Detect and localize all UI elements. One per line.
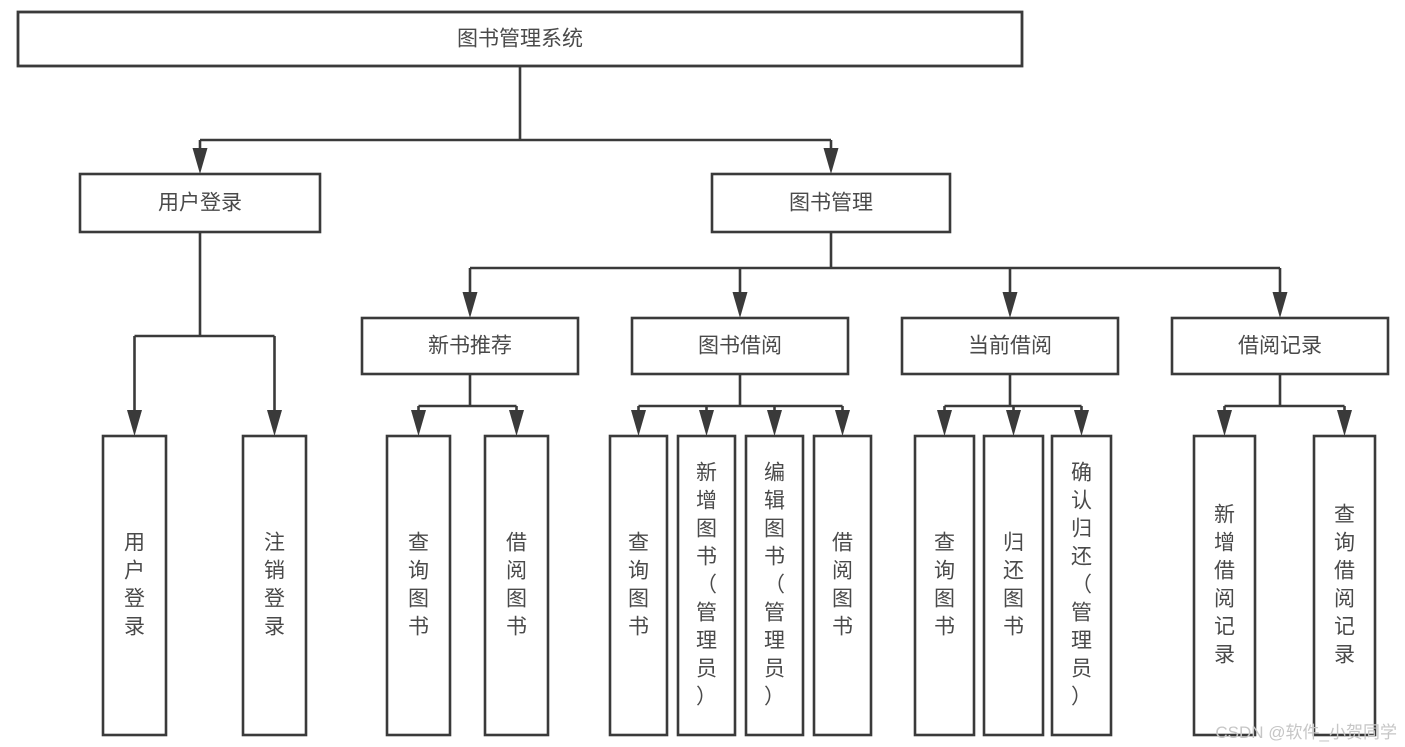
node-label: 借阅图书	[832, 531, 853, 638]
root-arrow-0-head	[192, 148, 208, 174]
node-rect[interactable]	[483, 434, 550, 737]
node-leaf-user-login[interactable]	[101, 434, 168, 737]
node-book-borrow[interactable]	[630, 316, 850, 376]
book-borrow-leaves-arrow-1-head	[699, 410, 714, 436]
node-label: 借阅记录	[1238, 335, 1322, 358]
node-leaf-add-borrow-record[interactable]	[1192, 434, 1257, 737]
node-rect[interactable]	[608, 434, 669, 737]
node-label: 用户登录	[158, 192, 242, 215]
node-label: 用户登录	[124, 531, 145, 638]
node-leaf-borrow-book-recommend[interactable]	[483, 434, 550, 737]
node-leaf-query-book-recommend[interactable]	[385, 434, 452, 737]
node-rect[interactable]	[101, 434, 168, 737]
node-leaf-confirm-return[interactable]	[1050, 434, 1113, 737]
node-book-management[interactable]	[710, 172, 952, 234]
node-rect[interactable]	[78, 172, 322, 234]
node-rect[interactable]	[385, 434, 452, 737]
book-borrow-leaves-arrow-3-head	[835, 410, 850, 436]
node-rect[interactable]	[676, 434, 737, 737]
node-rect[interactable]	[1170, 316, 1390, 376]
root-arrow-1-head	[823, 148, 839, 174]
node-leaf-add-book[interactable]	[676, 434, 737, 737]
node-label: 图书借阅	[698, 335, 782, 358]
book-management-arrow-0-head	[462, 292, 478, 318]
node-label: 图书管理系统	[457, 28, 583, 51]
book-management-arrow-3-head	[1272, 292, 1288, 318]
node-label: 确认归还（管理员）	[1071, 461, 1092, 708]
node-rect[interactable]	[710, 172, 952, 234]
node-rect[interactable]	[16, 10, 1024, 68]
book-management-arrow-2-head	[1002, 292, 1018, 318]
node-label: 查询借阅记录	[1334, 503, 1355, 666]
book-borrow-leaves-arrow-2-head	[767, 410, 782, 436]
watermark-label: CSDN @软件_小贺同学	[1215, 723, 1397, 742]
node-leaf-return-book[interactable]	[982, 434, 1045, 737]
node-label: 新增借阅记录	[1214, 503, 1235, 666]
node-rect[interactable]	[913, 434, 976, 737]
current-borrow-leaves-arrow-2-head	[1074, 410, 1089, 436]
new-book-recommend-leaves-arrow-0-head	[411, 410, 426, 436]
node-leaf-borrow-book[interactable]	[812, 434, 873, 737]
node-rect[interactable]	[630, 316, 850, 376]
node-rect[interactable]	[982, 434, 1045, 737]
node-label: 借阅图书	[506, 531, 527, 638]
node-rect[interactable]	[241, 434, 308, 737]
node-rect[interactable]	[900, 316, 1120, 376]
book-management-arrow-1-head	[732, 292, 748, 318]
node-label: 注销登录	[264, 531, 285, 638]
node-label: 查询图书	[408, 531, 429, 638]
node-leaf-query-borrow-record[interactable]	[1312, 434, 1377, 737]
new-book-recommend-leaves-arrow-1-head	[509, 410, 524, 436]
node-new-book-recommend[interactable]	[360, 316, 580, 376]
node-leaf-edit-book[interactable]	[744, 434, 805, 737]
node-current-borrow[interactable]	[900, 316, 1120, 376]
node-rect[interactable]	[360, 316, 580, 376]
node-label: 新增图书（管理员）	[696, 461, 717, 708]
node-root[interactable]	[16, 10, 1024, 68]
book-borrow-leaves-arrow-0-head	[631, 410, 646, 436]
current-borrow-leaves-arrow-1-head	[1006, 410, 1021, 436]
node-rect[interactable]	[1312, 434, 1377, 737]
node-borrow-record[interactable]	[1170, 316, 1390, 376]
node-label: 编辑图书（管理员）	[764, 461, 785, 708]
connector-layer	[127, 66, 1352, 436]
node-label: 图书管理	[789, 192, 873, 215]
node-label: 查询图书	[628, 531, 649, 638]
user-login-leaves-arrow-1-head	[267, 410, 282, 436]
node-layer: 图书管理系统用户登录图书管理新书推荐图书借阅当前借阅借阅记录用户登录注销登录查询…	[16, 10, 1390, 737]
node-label: 当前借阅	[968, 335, 1052, 358]
node-user-login[interactable]	[78, 172, 322, 234]
node-rect[interactable]	[744, 434, 805, 737]
current-borrow-leaves-arrow-0-head	[937, 410, 952, 436]
node-rect[interactable]	[812, 434, 873, 737]
node-label: 查询图书	[934, 531, 955, 638]
borrow-record-leaves-arrow-1-head	[1337, 410, 1352, 436]
node-leaf-query-book-borrow[interactable]	[608, 434, 669, 737]
node-label: 归还图书	[1003, 531, 1024, 638]
node-rect[interactable]	[1192, 434, 1257, 737]
node-leaf-query-book-current[interactable]	[913, 434, 976, 737]
node-label: 新书推荐	[428, 335, 512, 358]
user-login-leaves-arrow-0-head	[127, 410, 142, 436]
borrow-record-leaves-arrow-0-head	[1217, 410, 1232, 436]
node-leaf-logout-login[interactable]	[241, 434, 308, 737]
node-rect[interactable]	[1050, 434, 1113, 737]
